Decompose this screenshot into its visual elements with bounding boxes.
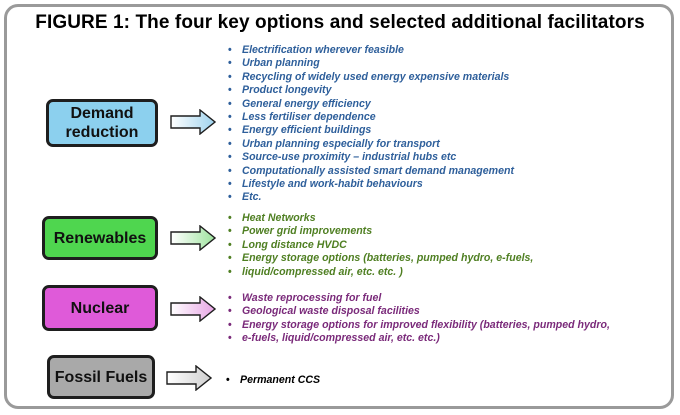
fossil-fuels-label: Fossil Fuels: [54, 368, 148, 386]
renewables-arrow-icon: [170, 225, 216, 251]
renewables-list: Heat NetworksPower grid improvementsLong…: [224, 212, 533, 279]
facilitator-item: Less fertiliser dependence: [224, 111, 514, 125]
demand-reduction-arrow-icon: [170, 109, 216, 135]
facilitator-item: Power grid improvements: [224, 225, 533, 239]
facilitator-item: Urban planning: [224, 57, 514, 71]
facilitator-item: Waste reprocessing for fuel: [224, 292, 610, 306]
facilitator-item: Geological waste disposal facilities: [224, 305, 610, 319]
facilitator-item: Product longevity: [224, 84, 514, 98]
facilitator-item: General energy efficiency: [224, 98, 514, 112]
facilitator-item: Etc.: [224, 191, 514, 205]
demand-reduction-list: Electrification wherever feasibleUrban p…: [224, 44, 514, 205]
facilitator-item: liquid/compressed air, etc. etc. ): [224, 266, 533, 280]
nuclear-list: Waste reprocessing for fuelGeological wa…: [224, 292, 610, 346]
facilitator-item: Permanent CCS: [222, 374, 320, 388]
facilitator-item: Urban planning especially for transport: [224, 138, 514, 152]
fossil-fuels-list: Permanent CCS: [222, 374, 320, 388]
facilitator-item: Long distance HVDC: [224, 239, 533, 253]
figure-frame: [4, 4, 674, 409]
nuclear-box: Nuclear: [42, 285, 158, 331]
facilitator-item: Heat Networks: [224, 212, 533, 226]
facilitator-item: Energy storage options (batteries, pumpe…: [224, 252, 533, 266]
nuclear-arrow-icon: [170, 296, 216, 322]
facilitator-item: Recycling of widely used energy expensiv…: [224, 71, 514, 85]
demand-reduction-label: Demand reduction: [65, 105, 139, 141]
facilitator-item: Electrification wherever feasible: [224, 44, 514, 58]
renewables-box: Renewables: [42, 216, 158, 260]
renewables-label: Renewables: [53, 229, 147, 247]
facilitator-item: Source-use proximity – industrial hubs e…: [224, 151, 514, 165]
nuclear-label: Nuclear: [70, 299, 130, 317]
facilitator-item: e-fuels, liquid/compressed air, etc. etc…: [224, 332, 610, 346]
demand-reduction-box: Demand reduction: [46, 99, 158, 147]
facilitator-item: Energy storage options for improved flex…: [224, 319, 610, 333]
facilitator-item: Computationally assisted smart demand ma…: [224, 165, 514, 179]
figure-title: FIGURE 1: The four key options and selec…: [35, 12, 645, 33]
facilitator-item: Lifestyle and work-habit behaviours: [224, 178, 514, 192]
fossil-fuels-box: Fossil Fuels: [47, 355, 155, 399]
fossil-fuels-arrow-icon: [166, 365, 212, 391]
facilitator-item: Energy efficient buildings: [224, 124, 514, 138]
